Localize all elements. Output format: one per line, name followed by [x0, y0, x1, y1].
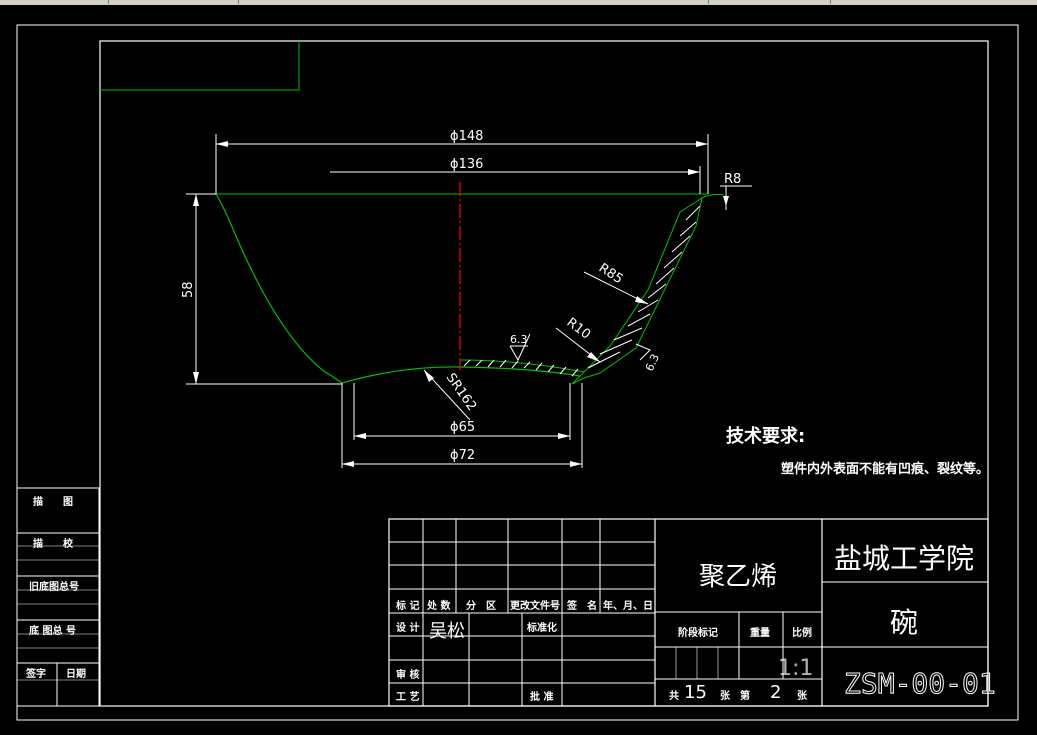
tb-weight-label: 重量 — [750, 626, 770, 639]
tb-drawing-no: ZSM-00-01 — [844, 667, 996, 700]
tb-material: 聚乙烯 — [699, 562, 777, 592]
tb-sheet-no: 2 — [770, 682, 781, 703]
tb-process-label: 工 艺 — [396, 690, 419, 703]
toolbar-segment[interactable] — [108, 0, 239, 4]
rim-round — [701, 193, 725, 199]
outer-frame — [16, 24, 1019, 721]
dim-d65: ϕ65 — [450, 420, 475, 435]
tb-scale: 1:1 — [778, 656, 813, 681]
toolbar-segment[interactable] — [0, 0, 109, 4]
dim-h58: 58 — [181, 281, 196, 298]
roughness-wall: 6.3 — [643, 352, 662, 373]
bottom-hatch — [463, 359, 579, 377]
strip-old-no: 旧底图总号 — [29, 580, 79, 593]
tb-h-zone: 分 区 — [466, 599, 496, 612]
tb-designer: 吴松 — [429, 621, 465, 642]
wall-hatch — [587, 205, 701, 369]
tb-total-label: 共 — [669, 689, 679, 702]
left-strip: 描 图 描 校 旧底图总号 底 图总 号 签字 日期 — [16, 487, 100, 707]
dim-sr162: SR162 — [443, 371, 479, 414]
code-box-corner — [100, 41, 300, 91]
bowl-section — [215, 182, 725, 468]
dim-r8: R8 — [724, 172, 741, 187]
tb-h-doc: 更改文件号 — [510, 599, 560, 612]
toolbar-segment[interactable] — [708, 0, 831, 4]
toolbar-segment[interactable] — [238, 0, 709, 4]
dim-d72: ϕ72 — [450, 448, 475, 463]
roughness-bottom: 6.3 — [510, 333, 528, 346]
tb-design-label: 设 计 — [396, 621, 419, 634]
strip-draw: 描 图 — [33, 495, 73, 508]
tb-part-name: 碗 — [890, 606, 918, 639]
strip-sign: 签字 — [25, 667, 46, 680]
notes-title: 技术要求: — [726, 425, 805, 447]
bottom-inner-curve — [459, 359, 585, 373]
dim-d136: ϕ136 — [450, 157, 483, 172]
tb-h-qty: 处 数 — [426, 599, 451, 612]
dim-r10: R10 — [564, 315, 593, 342]
wall-section-right — [571, 196, 703, 385]
tb-review-label: 审 核 — [396, 668, 419, 681]
tb-school: 盐城工学院 — [834, 542, 974, 575]
notes-line-1: 塑件内外表面不能有凹痕、裂纹等。 — [781, 461, 989, 477]
outer-wall-left — [215, 193, 343, 384]
dim-d148: ϕ148 — [450, 129, 483, 144]
tb-std-label: 标准化 — [526, 621, 557, 634]
tb-sheet-label: 张 第 — [720, 689, 750, 702]
tb-h-sign: 签 名 — [566, 599, 597, 612]
tb-h-mark: 标 记 — [395, 599, 419, 612]
title-block: 标 记 处 数 分 区 更改文件号 签 名 年、月、日 设 计 吴松 标准化 审… — [388, 518, 996, 707]
strip-check: 描 校 — [33, 537, 74, 550]
tb-sheet-suffix: 张 — [797, 689, 808, 702]
strip-date: 日期 — [66, 667, 86, 680]
tb-stage-label: 阶段标记 — [678, 626, 718, 639]
strip-base-no: 底 图总 号 — [29, 624, 76, 637]
app-toolbar-strip — [0, 0, 1037, 5]
tb-total-sheets: 15 — [684, 682, 707, 703]
tb-scale-label: 比例 — [792, 626, 812, 639]
tb-approve-label: 批 准 — [530, 690, 553, 703]
dim-r85: R85 — [596, 261, 626, 288]
dimension-lines — [186, 134, 752, 467]
tb-h-date: 年、月、日 — [603, 599, 653, 612]
